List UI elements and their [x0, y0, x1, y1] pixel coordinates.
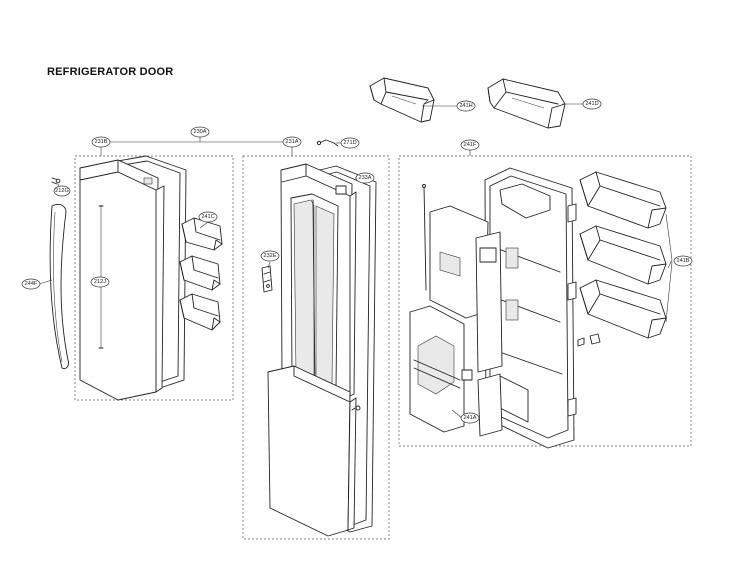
callout-label-232e: 232E — [263, 253, 276, 259]
left-door-panel — [79, 159, 165, 401]
callout-label-241b: 241B — [676, 258, 689, 264]
page-title: REFRIGERATOR DOOR — [47, 66, 174, 78]
left-door-group-box — [74, 155, 234, 401]
callout-label-231b: 231B — [94, 139, 107, 145]
callout-241b: 241B — [673, 255, 693, 267]
callout-label-271d: 271D — [343, 140, 356, 146]
dispenser-cover-small — [477, 373, 503, 437]
callout-231a: 231A — [282, 136, 302, 148]
inner-door-side-panel — [475, 231, 503, 373]
callout-233a: 233A — [355, 172, 375, 184]
callout-label-241a: 241A — [463, 415, 476, 421]
callout-label-230a: 230A — [193, 129, 206, 135]
callout-label-241h: 241H — [459, 103, 472, 109]
door-bin-241b-top — [579, 171, 667, 229]
callout-212g: 212G — [53, 185, 71, 197]
center-door-group-box — [242, 155, 390, 540]
center-door-lower-panel — [267, 365, 357, 537]
small-bin-stopper — [577, 333, 601, 347]
door-bin-241c-bottom — [179, 293, 221, 331]
callout-241f: 241F — [460, 139, 480, 151]
door-bin-241d — [487, 78, 566, 129]
callout-241h: 241H — [456, 100, 476, 112]
callout-label-241c: 241C — [201, 214, 214, 220]
callout-label-212j: 212J — [94, 279, 106, 285]
callout-230a: 230A — [190, 126, 210, 138]
door-bin-241c-top — [181, 217, 223, 251]
callout-label-241f: 241F — [464, 142, 477, 148]
hinge-pin-center — [351, 405, 361, 411]
callout-label-241d: 241D — [585, 101, 598, 107]
dispenser-panel-241a — [409, 305, 473, 433]
door-bin-241c-mid — [179, 255, 221, 291]
door-bin-241h — [369, 77, 435, 123]
callout-241d: 241D — [582, 98, 602, 110]
callout-271d: 271D — [340, 137, 360, 149]
screw-212g — [51, 177, 61, 185]
callout-232e: 232E — [260, 250, 280, 262]
callout-231b: 231B — [91, 136, 111, 148]
center-door-frame-231a — [280, 163, 357, 403]
callout-244f: 244F — [21, 278, 41, 290]
callout-label-231a: 231A — [285, 139, 298, 145]
door-bin-241b-bottom — [579, 279, 667, 339]
door-bin-241b-mid — [579, 225, 667, 285]
hinge-bracket-232e — [261, 265, 273, 293]
door-handle-244f — [49, 203, 69, 369]
callout-label-233a: 233A — [358, 175, 371, 181]
inner-door-cover-upper — [429, 205, 489, 319]
inner-door-rod — [422, 184, 427, 291]
inner-door-liner-241f — [484, 167, 577, 449]
callout-241c: 241C — [198, 211, 218, 223]
callout-212j: 212J — [90, 276, 110, 288]
callout-label-212g: 212G — [55, 188, 69, 194]
clip-271d — [316, 139, 339, 147]
callout-241a: 241A — [460, 412, 480, 424]
callout-label-244f: 244F — [25, 281, 38, 287]
